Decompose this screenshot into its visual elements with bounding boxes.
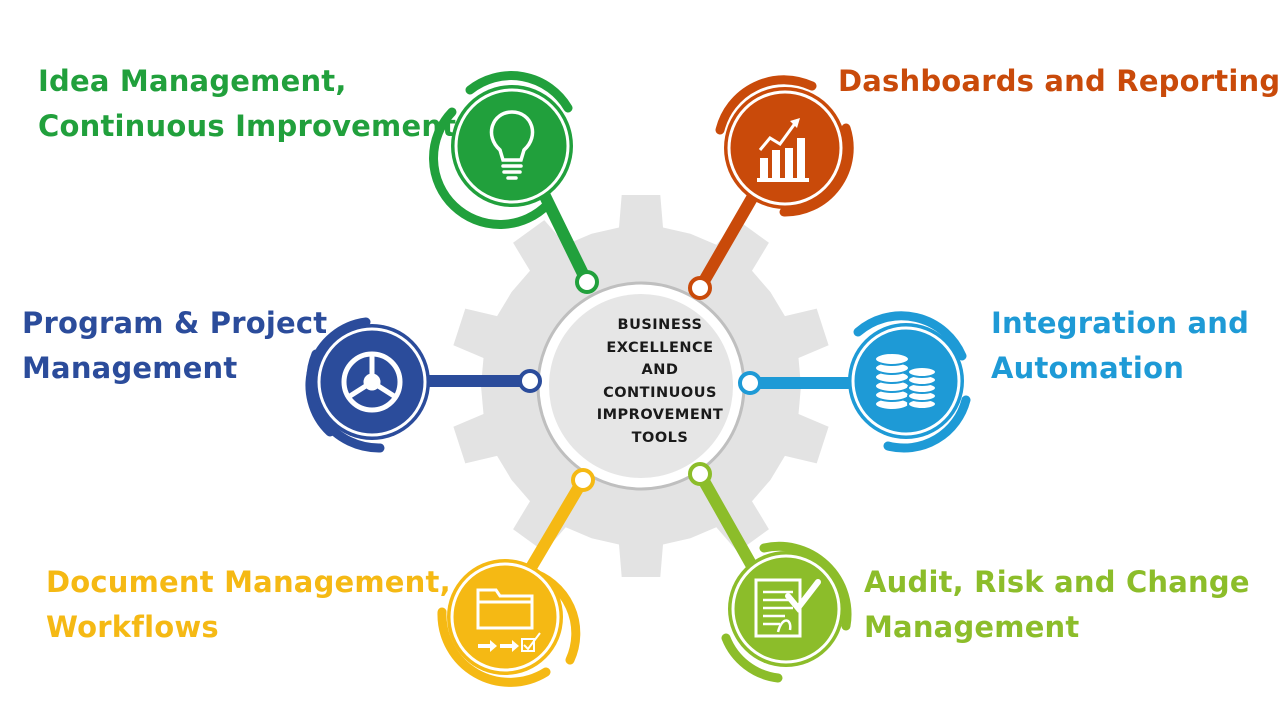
center-line: CONTINUOUS xyxy=(603,384,717,401)
center-title: BUSINESS EXCELLENCE AND CONTINUOUS IMPRO… xyxy=(560,314,760,449)
center-line: BUSINESS xyxy=(617,317,703,333)
label-document: Document Management, Workflows xyxy=(46,560,451,650)
database-icon xyxy=(874,352,937,411)
node-program xyxy=(305,317,430,453)
label-integration: Integration and Automation xyxy=(991,301,1249,391)
center-line: AND xyxy=(641,362,679,378)
steering-wheel-icon xyxy=(341,351,403,413)
label-line: Program & Project xyxy=(22,306,328,340)
node-audit xyxy=(721,541,852,683)
label-line: Idea Management, xyxy=(38,64,347,98)
label-line: Audit, Risk and Change xyxy=(864,565,1250,599)
folder-workflow-icon xyxy=(476,588,541,652)
connector-dashboards xyxy=(688,192,758,300)
label-line: Management xyxy=(864,610,1080,644)
label-audit: Audit, Risk and Change Management xyxy=(864,560,1250,650)
connector-integration xyxy=(738,371,854,395)
connector-audit xyxy=(688,462,758,572)
node-dashboards xyxy=(715,75,854,217)
checklist-icon xyxy=(754,578,821,638)
label-idea: Idea Management, Continuous Improvement xyxy=(38,59,456,149)
lightbulb-icon xyxy=(489,110,535,180)
node-document xyxy=(437,559,581,687)
connector-document xyxy=(526,468,595,572)
center-line: EXCELLENCE xyxy=(606,339,714,356)
label-line: Dashboards and Reporting xyxy=(838,64,1280,98)
label-program: Program & Project Management xyxy=(22,301,327,391)
center-line: TOOLS xyxy=(631,429,689,446)
label-line: Management xyxy=(22,351,238,385)
label-line: Automation xyxy=(991,351,1185,385)
label-line: Integration and xyxy=(991,306,1250,340)
label-dashboards: Dashboards and Reporting xyxy=(838,59,1280,104)
label-line: Workflows xyxy=(46,610,219,644)
bar-chart-icon xyxy=(757,118,809,182)
connector-program xyxy=(424,369,542,393)
label-line: Document Management, xyxy=(46,565,451,599)
node-integration xyxy=(848,311,971,453)
node-idea xyxy=(429,71,573,229)
center-disc xyxy=(549,294,733,478)
label-line: Continuous Improvement xyxy=(38,109,457,143)
center-line: IMPROVEMENT xyxy=(596,407,724,423)
